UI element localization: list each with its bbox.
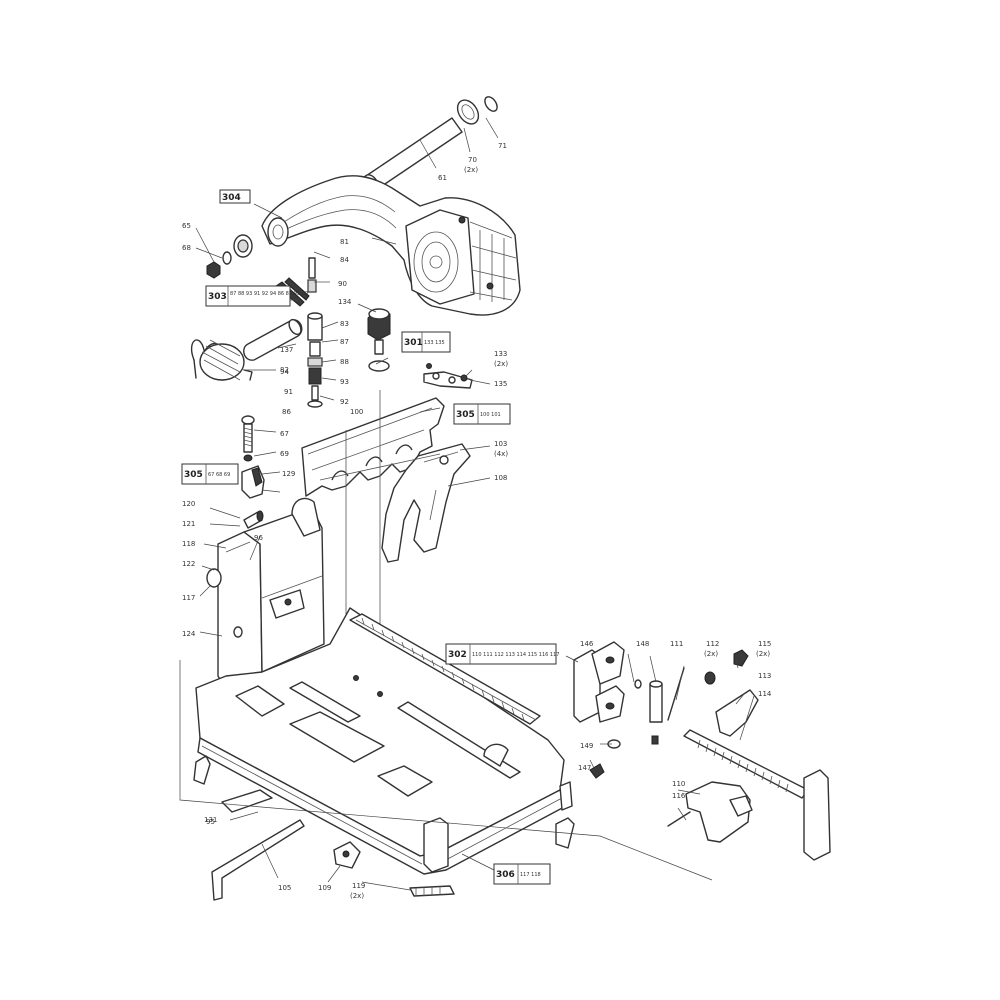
svg-text:302: 302 bbox=[448, 650, 467, 660]
nut-washer-left bbox=[206, 234, 253, 279]
callout-70: 70 bbox=[468, 156, 477, 164]
callout-121: 121 bbox=[182, 520, 195, 528]
svg-text:301: 301 bbox=[404, 338, 423, 348]
svg-text:303: 303 bbox=[208, 292, 227, 302]
callout-119: 119 bbox=[352, 882, 365, 890]
callout-110: 110 bbox=[672, 780, 685, 788]
svg-text:305: 305 bbox=[456, 410, 475, 420]
callout-122: 122 bbox=[182, 560, 195, 568]
callout-115-qty: (2x) bbox=[756, 650, 770, 658]
callout-137: 137 bbox=[280, 346, 293, 354]
callout-92: 92 bbox=[340, 398, 349, 406]
callout-81: 81 bbox=[340, 238, 349, 246]
callout-67: 67 bbox=[280, 430, 289, 438]
callout-112: 112 bbox=[706, 640, 719, 648]
callout-100: 100 bbox=[350, 408, 363, 416]
callout-113: 113 bbox=[758, 672, 771, 680]
callout-133: 133 bbox=[494, 350, 507, 358]
callout-149: 149 bbox=[580, 742, 593, 750]
callout-86: 86 bbox=[282, 408, 291, 416]
assembly-box-301: 301 133 135 bbox=[401, 331, 451, 353]
callout-109: 109 bbox=[318, 884, 331, 892]
bolt-67 bbox=[241, 415, 265, 499]
vise-clamp bbox=[573, 641, 831, 861]
callout-119-qty: (2x) bbox=[350, 892, 364, 900]
callout-labels: 71 70 (2x) 61 65 68 81 84 90 134 83 87 8… bbox=[182, 142, 772, 900]
callout-120: 120 bbox=[182, 500, 195, 508]
leader-lines bbox=[179, 117, 755, 891]
callout-84: 84 bbox=[340, 256, 349, 264]
callout-105: 105 bbox=[278, 884, 291, 892]
assembly-box-306: 306 117 118 bbox=[493, 863, 551, 885]
svg-text:304: 304 bbox=[222, 193, 241, 203]
callout-68: 68 bbox=[182, 244, 191, 252]
assembly-box-303: 303 87 88 93 91 92 94 86 85 95 90 bbox=[205, 285, 308, 307]
callout-90: 90 bbox=[338, 280, 347, 288]
assembly-box-305b: 305 67 68 69 bbox=[181, 463, 239, 485]
svg-text:67 68 69: 67 68 69 bbox=[208, 472, 230, 478]
callout-147: 147 bbox=[578, 764, 591, 772]
svg-text:100 101: 100 101 bbox=[480, 412, 501, 418]
assembly-box-302: 302 110 111 112 113 114 115 116 117 bbox=[445, 643, 559, 665]
callout-129: 129 bbox=[282, 470, 295, 478]
callout-69: 69 bbox=[280, 450, 289, 458]
svg-text:87 88 93 91 92 94 86 85 95 90: 87 88 93 91 92 94 86 85 95 90 bbox=[230, 291, 308, 297]
svg-text:133 135: 133 135 bbox=[424, 340, 445, 346]
assembly-box-304: 304 bbox=[219, 189, 251, 204]
callout-91: 91 bbox=[284, 388, 293, 396]
callout-96: 96 bbox=[254, 534, 263, 542]
callout-93: 93 bbox=[340, 378, 349, 386]
callout-148: 148 bbox=[636, 640, 649, 648]
svg-text:305: 305 bbox=[184, 470, 203, 480]
shaft-part bbox=[363, 96, 498, 192]
lower-guard bbox=[381, 443, 471, 563]
callout-118: 118 bbox=[182, 540, 195, 548]
svg-text:117 118: 117 118 bbox=[520, 872, 541, 878]
callout-103: 103 bbox=[494, 440, 507, 448]
callout-83: 83 bbox=[340, 320, 349, 328]
pin-stack-mid bbox=[307, 312, 323, 408]
callout-61: 61 bbox=[438, 174, 447, 182]
callout-112-qty: (2x) bbox=[704, 650, 718, 658]
arm-housing bbox=[261, 175, 521, 316]
svg-text:306: 306 bbox=[496, 870, 515, 880]
callout-103-qty: (4x) bbox=[494, 450, 508, 458]
callout-117: 117 bbox=[182, 594, 195, 602]
callout-108: 108 bbox=[494, 474, 507, 482]
callout-87: 87 bbox=[340, 338, 349, 346]
base-and-pillar bbox=[195, 497, 573, 875]
callout-115: 115 bbox=[758, 640, 771, 648]
callout-146: 146 bbox=[580, 640, 594, 648]
callout-114: 114 bbox=[758, 690, 772, 698]
callout-134: 134 bbox=[338, 298, 352, 306]
callout-95: 95 bbox=[206, 818, 215, 826]
callout-111: 111 bbox=[670, 640, 683, 648]
callout-88: 88 bbox=[340, 358, 349, 366]
blade-guard bbox=[301, 397, 445, 497]
callout-65: 65 bbox=[182, 222, 191, 230]
spring-assembly bbox=[190, 318, 303, 381]
callout-135: 135 bbox=[494, 380, 507, 388]
callout-116: 116 bbox=[672, 792, 686, 800]
callout-124: 124 bbox=[182, 630, 196, 638]
svg-text:110 111 112 113 114 115 116 11: 110 111 112 113 114 115 116 117 bbox=[472, 652, 559, 658]
loose-parts-bottom bbox=[193, 755, 575, 901]
callout-71: 71 bbox=[498, 142, 507, 150]
small-parts-133 bbox=[423, 363, 473, 389]
callout-133-qty: (2x) bbox=[494, 360, 508, 368]
callout-94: 94 bbox=[280, 368, 289, 376]
callout-70-qty: (2x) bbox=[464, 166, 478, 174]
callout-82: 82 bbox=[280, 366, 289, 374]
assembly-box-305a: 305 100 101 bbox=[453, 403, 511, 425]
callout-131: 131 bbox=[204, 816, 217, 824]
knob-134 bbox=[367, 308, 391, 372]
